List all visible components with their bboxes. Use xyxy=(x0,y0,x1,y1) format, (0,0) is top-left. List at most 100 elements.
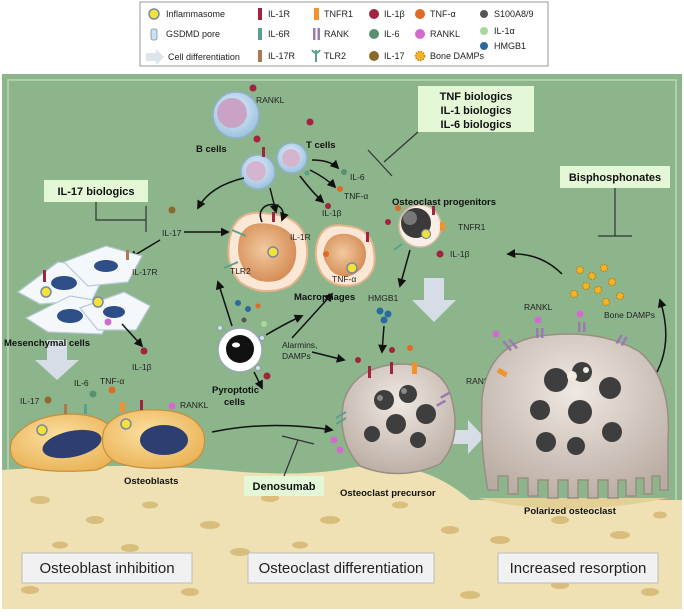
label-osteoblasts: Osteoblasts xyxy=(124,476,178,487)
legend-il1r: IL-1R xyxy=(258,8,291,20)
svg-text:Bone DAMPs: Bone DAMPs xyxy=(430,51,485,61)
label-polarized-oc: Polarized osteoclast xyxy=(524,506,617,517)
tnfa-dot xyxy=(337,186,343,192)
legend-il17r: IL-17R xyxy=(258,50,296,62)
hmgb1-dot xyxy=(235,300,241,306)
t-cell-cluster xyxy=(240,142,310,190)
rankl-dot xyxy=(534,316,542,324)
arrow-alarmins-precursor xyxy=(311,351,346,363)
il1a-dot xyxy=(261,321,267,327)
rank-icon xyxy=(317,28,320,40)
svg-text:IL-1α: IL-1α xyxy=(494,26,515,36)
s100a89-dot xyxy=(241,317,247,323)
svg-text:IL-17 biologics: IL-17 biologics xyxy=(57,186,134,198)
label-oc-progenitors: Osteoclast progenitors xyxy=(392,197,496,208)
inhibition-tnf-il1-il6 xyxy=(367,131,419,177)
svg-text:IL-1R: IL-1R xyxy=(268,9,291,19)
il17r-icon xyxy=(258,50,262,62)
svg-text:Osteoblast inhibition: Osteoblast inhibition xyxy=(39,560,174,577)
label-alarmins-1: Alarmins, xyxy=(282,340,317,350)
il17-dot xyxy=(168,206,176,214)
il1r-icon xyxy=(258,8,262,20)
label-rankl-b: RANKL xyxy=(256,95,285,105)
macrophage-2 xyxy=(314,224,376,287)
label-il1b-mes: IL-1β xyxy=(132,362,152,372)
legend-hmgb1: HMGB1 xyxy=(480,41,526,51)
legend-il6: IL-6 xyxy=(369,29,400,39)
svg-text:IL-6 biologics: IL-6 biologics xyxy=(441,119,512,131)
svg-text:TNF biologics: TNF biologics xyxy=(440,91,513,103)
label-il17-ob: IL-17 xyxy=(20,396,40,406)
arrow-t-macrophage xyxy=(269,187,279,214)
gsdmd-pore-icon xyxy=(150,28,158,41)
rankl-dot xyxy=(330,436,338,444)
hmgb1-dot xyxy=(384,310,392,318)
label-oc-precursor: Osteoclast precursor xyxy=(340,488,436,499)
svg-text:TNFR1: TNFR1 xyxy=(324,9,353,19)
hmgb1-dot xyxy=(376,307,384,315)
il17-icon xyxy=(369,51,379,61)
svg-text:TNF-α: TNF-α xyxy=(430,9,456,19)
arrow-damps-progenitor xyxy=(506,249,563,275)
svg-text:HMGB1: HMGB1 xyxy=(494,41,526,51)
svg-text:S100A8/9: S100A8/9 xyxy=(494,9,534,19)
il6-icon xyxy=(369,29,379,39)
b-cell xyxy=(212,91,260,139)
polarized-osteoclast xyxy=(480,322,670,499)
differentiation-arrow-icon xyxy=(146,49,164,65)
arrow-hmgb1-precursor xyxy=(378,325,388,354)
label-il1r-mac: IL-1R xyxy=(290,232,311,242)
label-il17r-mes: IL-17R xyxy=(132,267,158,277)
svg-text:TLR2: TLR2 xyxy=(324,51,346,61)
tnfa-dot xyxy=(395,205,401,211)
arrow-t-il1b xyxy=(299,175,325,204)
stage-increased-resorption: Increased resorption xyxy=(497,552,659,584)
label-il17-mid: IL-17 xyxy=(162,228,182,238)
svg-text:IL-6R: IL-6R xyxy=(268,29,291,39)
rankl-dot xyxy=(576,310,584,318)
arrow-osteoblast-precursor xyxy=(211,424,334,434)
tnfa-dot xyxy=(407,345,413,351)
tnfa-dot xyxy=(323,251,329,257)
svg-text:IL-1 biologics: IL-1 biologics xyxy=(441,105,512,117)
label-rank-pre: RANK xyxy=(466,376,490,386)
legend-inflammasome: Inflammasome xyxy=(148,8,225,20)
legend-bone-damps: Bone DAMPs xyxy=(414,50,485,62)
label-tlr2-mac: TLR2 xyxy=(230,266,251,276)
hmgb1-icon xyxy=(480,42,488,50)
drug-denosumab: Denosumab xyxy=(244,476,324,496)
arrow-prog-hmgb1 xyxy=(397,249,411,288)
resorption-pit xyxy=(478,498,668,509)
legend-il1a: IL-1α xyxy=(480,26,515,36)
arrow-t-mesenchymal xyxy=(197,177,245,210)
label-il6-ob: IL-6 xyxy=(74,378,89,388)
label-rankl-pol: RANKL xyxy=(524,302,553,312)
label-mesenchymal-cells: Mesenchymal cells xyxy=(4,338,90,349)
inhibition-il17 xyxy=(95,202,147,232)
il1b-dot xyxy=(389,347,395,353)
il17-dot xyxy=(44,396,52,404)
label-tnfa-t: TNF-α xyxy=(344,191,368,201)
arrow-pyro-down xyxy=(253,371,263,390)
legend-s100a89: S100A8/9 xyxy=(480,9,534,19)
il1a-icon xyxy=(480,27,488,35)
arrow-t-tnfa xyxy=(309,169,337,189)
hmgb1-dot xyxy=(380,316,388,324)
rankl-dot xyxy=(336,446,344,454)
tnfa-icon xyxy=(415,9,425,19)
legend-gsdmd: GSDMD pore xyxy=(150,28,220,41)
il1b-dot xyxy=(355,357,361,363)
tlr2-icon xyxy=(311,49,321,62)
bone-damps-cluster xyxy=(569,263,625,307)
il1b-dot xyxy=(249,84,257,92)
label-tnfa-ob: TNF-α xyxy=(100,376,124,386)
osteoblasts xyxy=(9,400,206,472)
drug-tnf-il1-il6-biologics: TNF biologics IL-1 biologics IL-6 biolog… xyxy=(418,86,534,132)
label-alarmins-2: DAMPs xyxy=(282,351,311,361)
label-bone-damps: Bone DAMPs xyxy=(604,310,655,320)
svg-text:RANKL: RANKL xyxy=(430,29,460,39)
arrow-pyro-macrophage xyxy=(215,280,233,327)
il1b-dot xyxy=(263,372,271,380)
